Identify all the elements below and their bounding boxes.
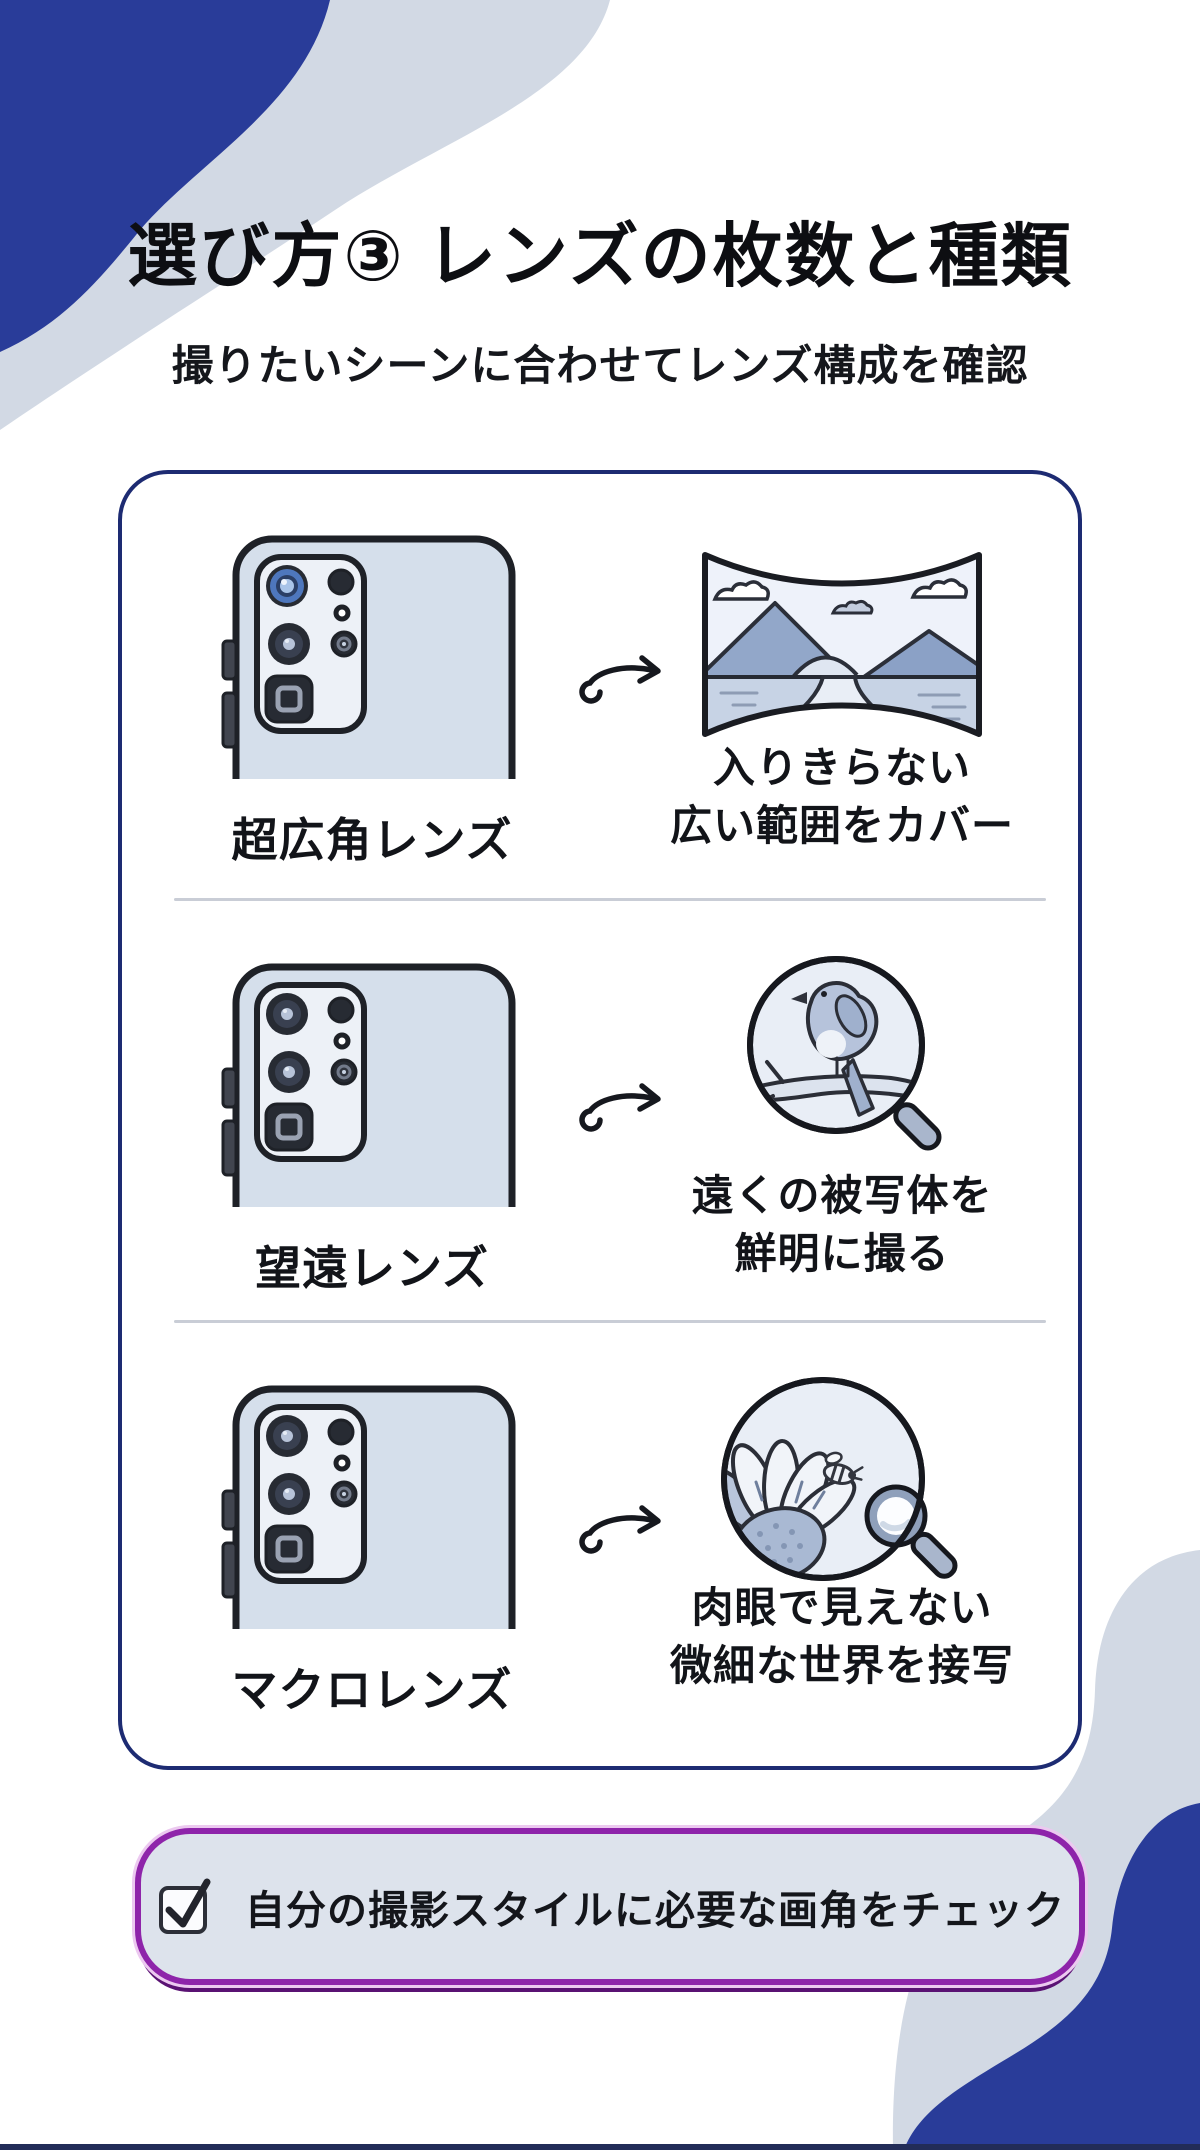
small-lens-icon	[327, 1418, 355, 1446]
row-divider	[174, 1320, 1046, 1323]
main-lens-icon	[268, 1051, 310, 1093]
phone-back-illustration	[221, 1385, 516, 1629]
ringed-lens-icon	[330, 1058, 358, 1086]
ultra-wide-lens-icon	[266, 1415, 308, 1457]
ringed-lens-icon	[330, 630, 358, 658]
main-lens-icon	[268, 1473, 310, 1515]
side-button	[221, 1489, 238, 1531]
page-subtitle: 撮りたいシーンに合わせてレンズ構成を確認	[171, 342, 1029, 389]
square-lens-icon	[264, 674, 314, 724]
page-title: 選び方③ レンズの枚数と種類	[127, 217, 1073, 295]
hill	[791, 655, 859, 679]
flash-icon	[333, 1454, 351, 1472]
panorama-landscape-illustration	[702, 552, 982, 737]
flash-icon	[333, 1032, 351, 1050]
square-lens-icon	[264, 1102, 314, 1152]
small-lens-icon	[327, 568, 355, 596]
lens-label: 超広角レンズ	[231, 814, 513, 866]
side-button	[221, 1541, 238, 1599]
lens-label: マクロレンズ	[231, 1664, 513, 1716]
side-button	[221, 639, 238, 681]
phone-back-illustration	[221, 963, 516, 1207]
ultra-wide-lens-icon	[266, 993, 308, 1035]
row-macro-lens: マクロレンズ 肉眼で見えない 微細な世界を接写	[122, 1324, 1078, 1774]
squiggle-arrow-icon	[579, 1083, 661, 1132]
ultra-wide-lens-icon	[266, 565, 308, 607]
main-lens-icon	[268, 623, 310, 665]
checklist-text: 自分の撮影スタイルに必要な画角をチェック	[245, 1888, 1065, 1933]
phone-back-illustration	[221, 535, 516, 779]
lens-types-card: 超広角レンズ 入りきらない 広い範囲をカバー	[118, 470, 1082, 1770]
side-button	[221, 1067, 238, 1109]
lens-caption: 肉眼で見えない 微細な世界を接写	[669, 1584, 1014, 1689]
lens-label: 望遠レンズ	[254, 1242, 490, 1294]
small-lens-icon	[327, 996, 355, 1024]
small-cloud	[830, 599, 874, 615]
flower-center-dots	[753, 1523, 803, 1575]
checked-checkbox-icon	[159, 1878, 211, 1934]
bird-in-magnifier-illustration	[747, 956, 942, 1151]
row-telephoto-lens: 望遠レンズ 遠くの被写体を 鮮明に撮る	[122, 902, 1078, 1324]
magnifier-handle	[893, 1102, 942, 1151]
bottom-edge-strip	[0, 2144, 1200, 2150]
square-lens-icon	[264, 1524, 314, 1574]
bee	[822, 1451, 864, 1485]
side-button	[221, 691, 238, 749]
flash-icon	[333, 604, 351, 622]
ringed-lens-icon	[330, 1480, 358, 1508]
bird	[791, 981, 879, 1117]
squiggle-arrow-icon	[579, 1505, 661, 1554]
magnifying-glass-icon	[864, 1484, 958, 1579]
row-ultra-wide-lens: 超広角レンズ 入りきらない 広い範囲をカバー	[122, 474, 1078, 902]
lens-caption: 遠くの被写体を 鮮明に撮る	[691, 1172, 993, 1277]
branch	[753, 1074, 919, 1103]
flower-macro-illustration	[721, 1377, 958, 1581]
lens-caption: 入りきらない 広い範囲をカバー	[669, 744, 1014, 849]
cloud	[712, 578, 968, 601]
checklist-pill: 自分の撮影スタイルに必要な画角をチェック	[135, 1828, 1085, 1985]
squiggle-arrow-icon	[579, 655, 661, 704]
row-divider	[174, 898, 1046, 901]
side-button	[221, 1119, 238, 1177]
